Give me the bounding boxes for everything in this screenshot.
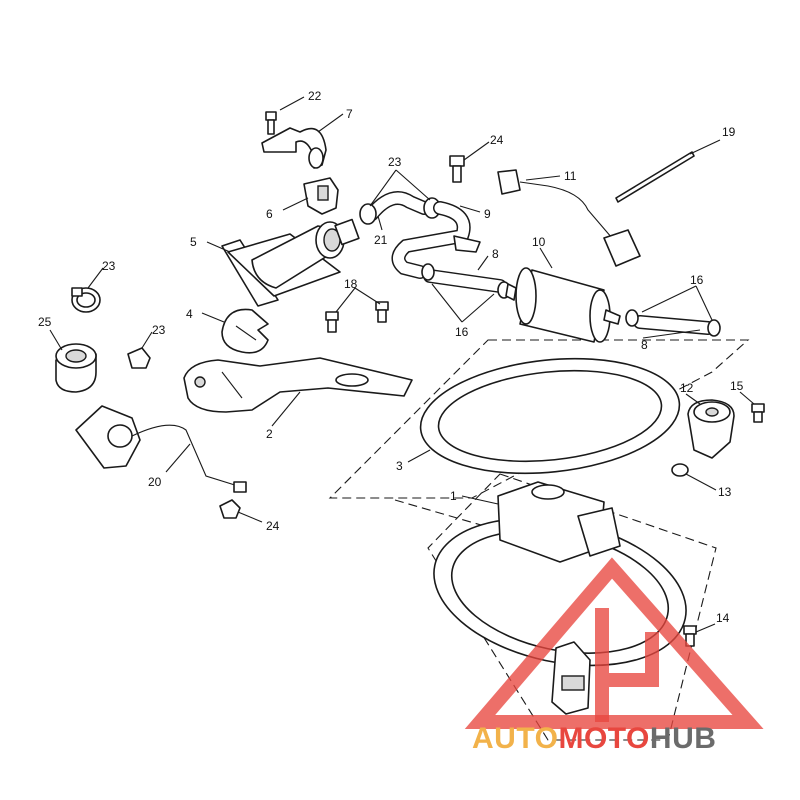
screws-17 [325,301,389,333]
callout-4: 4 [186,307,193,321]
fuel-filter-10 [505,267,621,343]
callout-16-right: 16 [690,273,704,287]
level-sender-20 [75,405,247,493]
callout-23-top: 23 [388,155,402,169]
fuel-pump-5 [221,218,360,307]
wiring-harness-11 [497,169,641,267]
strainer-4 [221,308,269,354]
o-ring-13 [671,463,689,477]
callout-7: 7 [346,107,353,121]
callout-3: 3 [396,459,403,473]
callout-20: 20 [148,475,162,489]
watermark-moto: MOTO [558,722,649,755]
hose-8-upper [421,263,511,299]
callout-2: 2 [266,427,273,441]
nut-23 [127,347,151,369]
callout-11: 11 [564,169,577,183]
gasket-3 [419,357,681,475]
callout-16-left: 16 [455,325,469,339]
callout-23-left: 23 [152,323,166,337]
watermark-logo-mark [464,557,764,729]
nut-24-top [449,155,465,183]
callout-12: 12 [680,381,694,395]
callout-leaders [49,96,755,633]
callout-13: 13 [718,485,732,499]
hose-8-lower [625,309,721,337]
screw-15 [751,403,765,423]
connector-6 [303,177,339,215]
callout-labels: 22 7 6 5 4 23 25 23 2 20 24 24 18 23 21 … [38,89,744,625]
callout-18: 19 [722,125,736,139]
callout-15: 15 [730,379,744,393]
callout-24-top: 24 [490,133,504,147]
callout-6: 6 [266,207,273,221]
watermark-hub: HUB [650,722,717,755]
callout-9: 9 [484,207,491,221]
callout-1: 1 [450,489,457,503]
bolt-19 [265,111,277,135]
mount-plate-2 [183,357,413,413]
callout-14: 14 [716,611,730,625]
clamp-22 [71,287,101,313]
formed-hose-9 [391,201,481,279]
callout-17: 18 [344,277,358,291]
callout-8-lower: 8 [641,338,648,352]
watermark-text: AUTOMOTOHUB [472,722,716,755]
pump-bracket-7 [261,127,327,169]
callout-19: 22 [308,89,322,103]
pressure-regulator-12 [687,399,735,459]
callout-21: 21 [374,233,388,247]
callout-10: 10 [532,235,546,249]
callout-8-upper: 8 [492,247,499,261]
vent-tube-18 [615,151,695,203]
hose-21 [359,191,441,225]
callout-24-bottom: 24 [266,519,280,533]
grommet-25 [55,343,97,393]
callout-22: 23 [102,259,116,273]
callout-25: 25 [38,315,52,329]
callout-5: 5 [190,235,197,249]
watermark-auto: AUTO [472,722,558,755]
nut-24-bottom [219,499,241,519]
